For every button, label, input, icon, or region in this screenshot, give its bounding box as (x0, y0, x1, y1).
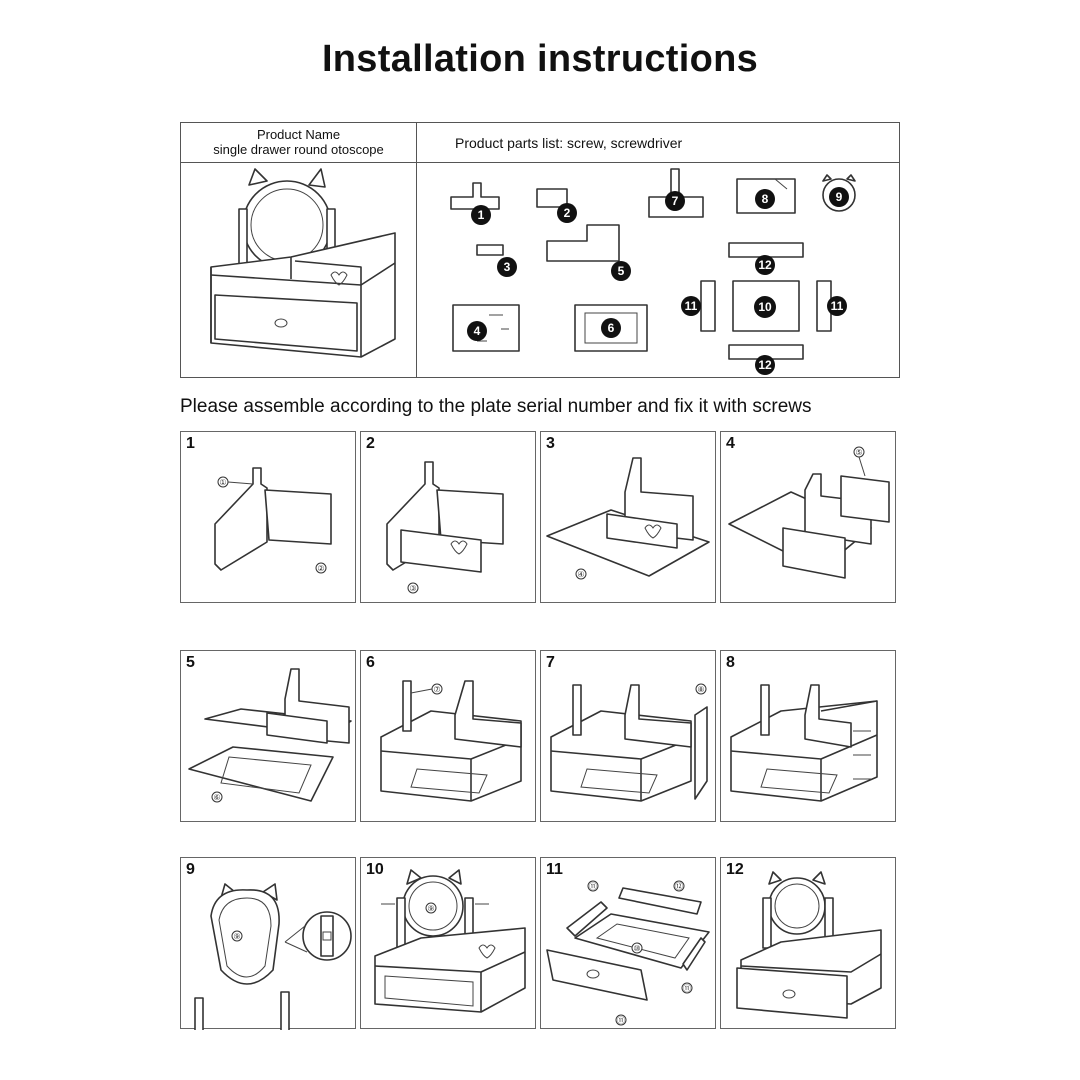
product-name-label: Product Name (256, 127, 341, 142)
part-badge-6: 6 (601, 318, 621, 338)
svg-text:⑧: ⑧ (697, 685, 704, 694)
svg-text:11: 11 (831, 299, 844, 313)
step-5-illustration: ⑥ (188, 668, 352, 803)
part-badge-9: 9 (829, 187, 849, 207)
step-10-illustration: ⑨ (374, 869, 526, 1013)
svg-text:4: 4 (474, 324, 481, 338)
step-6-panel: 6 ⑦ (360, 650, 536, 822)
svg-text:⑨: ⑨ (427, 904, 434, 913)
svg-text:8: 8 (762, 192, 769, 206)
step-3-panel: 3 ④ (540, 431, 716, 603)
part-11-left-plate (700, 280, 716, 332)
part-badge-7: 7 (665, 191, 685, 211)
svg-text:②: ② (317, 564, 324, 573)
step-8-panel: 8 (720, 650, 896, 822)
svg-text:11: 11 (685, 299, 698, 313)
part-1-plate (450, 182, 500, 210)
svg-text:6: 6 (608, 321, 615, 335)
step-number: 3 (546, 435, 555, 452)
parts-list-header: Product parts list: screw, screwdriver (417, 123, 899, 163)
svg-text:5: 5 (618, 264, 625, 278)
svg-text:2: 2 (564, 206, 571, 220)
step-6-illustration: ⑦ (380, 680, 522, 802)
svg-text:④: ④ (577, 570, 584, 579)
finished-product-cell (181, 163, 417, 377)
step-4-illustration: ⑤ (728, 446, 890, 579)
step-2-panel: 2 ③ (360, 431, 536, 603)
svg-text:③: ③ (409, 584, 416, 593)
part-badge-5: 5 (611, 261, 631, 281)
part-5-plate (546, 224, 620, 262)
step-number: 4 (726, 435, 735, 452)
svg-text:⑪: ⑪ (589, 882, 597, 891)
step-8-illustration (730, 684, 878, 802)
step-11-panel: 11 ⑪ ⑫ ⑩ ⑪ ⑪ (540, 857, 716, 1029)
svg-text:⑤: ⑤ (855, 448, 862, 457)
step-number: 11 (546, 861, 563, 878)
svg-text:①: ① (219, 478, 226, 487)
step-number: 12 (726, 861, 744, 878)
svg-text:⑥: ⑥ (213, 793, 220, 802)
step-1-illustration: ① ② (214, 467, 332, 574)
product-name-header: Product Name single drawer round otoscop… (181, 123, 417, 163)
svg-text:⑪: ⑪ (617, 1016, 625, 1025)
step-10-panel: 10 ⑨ (360, 857, 536, 1029)
part-badge-1: 1 (471, 205, 491, 225)
assembly-instruction: Please assemble according to the plate s… (180, 396, 812, 417)
svg-text:9: 9 (836, 190, 843, 204)
svg-text:⑨: ⑨ (233, 932, 240, 941)
product-info-table: Product Name single drawer round otoscop… (180, 122, 900, 378)
svg-text:12: 12 (758, 258, 772, 272)
svg-text:⑪: ⑪ (683, 984, 691, 993)
step-7-illustration: ⑧ (550, 683, 708, 802)
finished-product-illustration (210, 168, 396, 358)
step-number: 9 (186, 861, 195, 878)
step-1-panel: 1 ① ② (180, 431, 356, 603)
step-7-panel: 7 ⑧ (540, 650, 716, 822)
step-number: 1 (186, 435, 195, 452)
step-11-illustration: ⑪ ⑫ ⑩ ⑪ ⑪ (546, 880, 710, 1026)
part-badge-10: 10 (754, 296, 776, 318)
part-3-plate (476, 244, 504, 256)
step-12-illustration (736, 871, 882, 1019)
part-12-top-plate (728, 242, 804, 258)
product-name-value: single drawer round otoscope (213, 142, 384, 157)
svg-text:⑩: ⑩ (633, 944, 640, 953)
part-badge-12-bottom: 12 (755, 355, 775, 375)
page-title: Installation instructions (321, 38, 759, 80)
part-badge-3: 3 (497, 257, 517, 277)
part-badge-11-left: 11 (681, 296, 701, 316)
part-badge-2: 2 (557, 203, 577, 223)
svg-text:12: 12 (758, 358, 772, 372)
parts-illustration: 1 2 3 4 5 6 7 8 9 10 11 11 12 12 (450, 168, 856, 375)
step-number: 2 (366, 435, 375, 452)
svg-text:3: 3 (504, 260, 511, 274)
step-9-illustration: ⑨ (194, 883, 352, 1030)
svg-text:⑦: ⑦ (433, 685, 440, 694)
parts-cell: 1 2 3 4 5 6 7 8 9 10 11 11 12 12 (417, 163, 899, 377)
svg-text:⑫: ⑫ (675, 882, 683, 891)
step-number: 7 (546, 654, 555, 671)
step-4-panel: 4 ⑤ (720, 431, 896, 603)
step-3-illustration: ④ (546, 457, 710, 580)
step-number: 10 (366, 861, 384, 878)
part-badge-11-right: 11 (827, 296, 847, 316)
step-number: 8 (726, 654, 735, 671)
step-12-panel: 12 (720, 857, 896, 1029)
svg-text:1: 1 (478, 208, 485, 222)
step-2-illustration: ③ (386, 461, 504, 594)
step-9-panel: 9 ⑨ (180, 857, 356, 1030)
part-badge-8: 8 (755, 189, 775, 209)
step-5-panel: 5 ⑥ (180, 650, 356, 822)
part-badge-4: 4 (467, 321, 487, 341)
step-number: 5 (186, 654, 195, 671)
svg-text:7: 7 (672, 194, 679, 208)
part-badge-12-top: 12 (755, 255, 775, 275)
step-number: 6 (366, 654, 375, 671)
svg-text:10: 10 (758, 300, 772, 314)
